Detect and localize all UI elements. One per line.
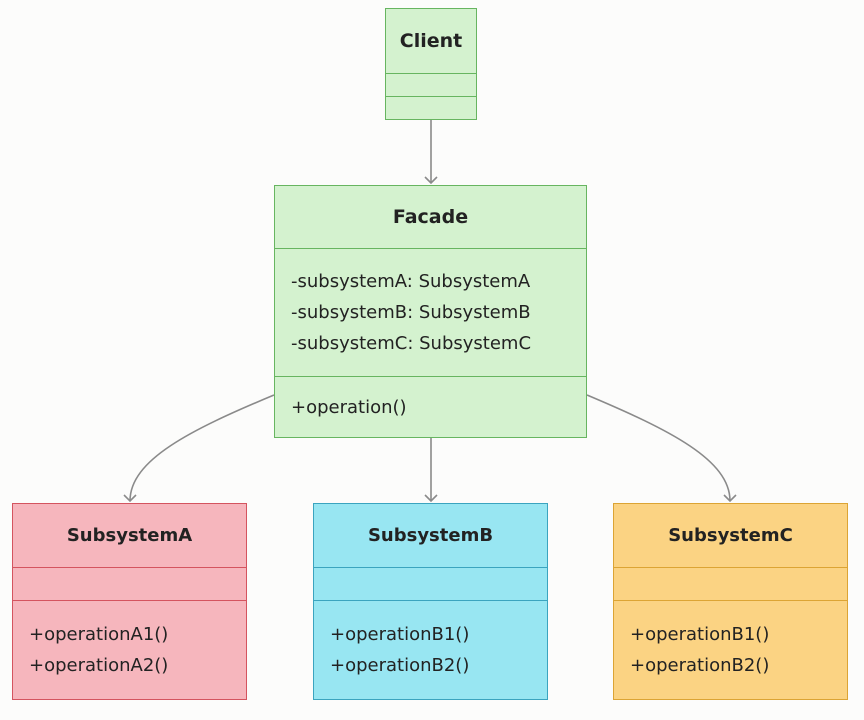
subsystem-a-attributes-section bbox=[13, 567, 246, 600]
client-operations-section bbox=[386, 96, 476, 119]
facade-operations-section: +operation() bbox=[275, 376, 586, 437]
subsystem-b-operation: +operationB2() bbox=[330, 655, 470, 676]
subsystem-c-operation: +operationB2() bbox=[630, 655, 770, 676]
facade-class-name: Facade bbox=[392, 206, 469, 228]
subsystem-a-operation: +operationA1() bbox=[29, 624, 169, 645]
subsystem-b-class-box[interactable]: SubsystemB +operationB1() +operationB2() bbox=[313, 503, 548, 700]
subsystem-a-operations-section: +operationA1() +operationA2() bbox=[13, 600, 246, 699]
facade-attribute: -subsystemC: SubsystemC bbox=[291, 333, 532, 354]
facade-attribute: -subsystemA: SubsystemA bbox=[291, 271, 531, 292]
client-class-box[interactable]: Client bbox=[385, 8, 477, 120]
client-class-name: Client bbox=[399, 30, 463, 52]
subsystem-c-operation: +operationB1() bbox=[630, 624, 770, 645]
subsystem-a-class-box[interactable]: SubsystemA +operationA1() +operationA2() bbox=[12, 503, 247, 700]
subsystem-a-operation: +operationA2() bbox=[29, 655, 169, 676]
subsystem-a-class-name: SubsystemA bbox=[66, 525, 193, 546]
subsystem-c-class-box[interactable]: SubsystemC +operationB1() +operationB2() bbox=[613, 503, 848, 700]
facade-class-box[interactable]: Facade -subsystemA: SubsystemA -subsyste… bbox=[274, 185, 587, 438]
facade-attributes-section: -subsystemA: SubsystemA -subsystemB: Sub… bbox=[275, 248, 586, 376]
subsystem-b-operation: +operationB1() bbox=[330, 624, 470, 645]
facade-to-subsystem-a-arrow bbox=[123, 394, 275, 503]
subsystem-b-operations-section: +operationB1() +operationB2() bbox=[314, 600, 547, 699]
subsystem-b-class-name: SubsystemB bbox=[367, 525, 494, 546]
facade-to-subsystem-c-arrow bbox=[586, 394, 737, 503]
subsystem-b-attributes-section bbox=[314, 567, 547, 600]
subsystem-c-class-name: SubsystemC bbox=[668, 525, 793, 546]
subsystem-c-attributes-section bbox=[614, 567, 847, 600]
client-attributes-section bbox=[386, 73, 476, 96]
subsystem-c-operations-section: +operationB1() +operationB2() bbox=[614, 600, 847, 699]
facade-attribute: -subsystemB: SubsystemB bbox=[291, 302, 531, 323]
facade-operation: +operation() bbox=[291, 396, 407, 418]
